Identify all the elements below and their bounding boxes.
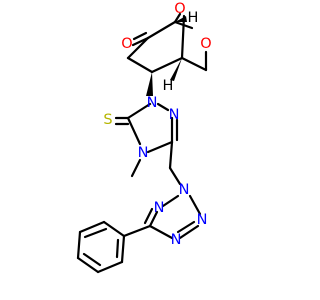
bond-tet-c5-n1 (148, 210, 159, 228)
bond-ph-inner-c (115, 238, 120, 259)
bond-ph-5-6 (96, 260, 124, 274)
bond-n1-c5 (126, 102, 152, 120)
atom-o-bridge: O (174, 1, 185, 17)
bond-ph-3-4 (76, 230, 82, 260)
bond-tet-phenyl (122, 224, 152, 238)
atom-n-tetrazole-3: N (197, 212, 208, 228)
bond-ch2-bridgehead2 (180, 56, 208, 72)
wedge-cn-n (146, 72, 153, 96)
bond-bridgehead2-cn (150, 56, 184, 74)
bond-tet-n3-n4 (178, 224, 200, 240)
bond-tet-c5-n1-double (143, 207, 154, 225)
bond-c5-n4 (126, 116, 142, 146)
bond-carbonyl-bridgehead (146, 20, 177, 40)
atom-o-ketone: O (121, 36, 132, 52)
bond-ch2-ntet (168, 166, 182, 186)
bond-ph-2-3 (78, 220, 106, 234)
atom-h-mid: H (163, 78, 174, 94)
atom-o-ring: O (200, 36, 211, 52)
atom-n-tetrazole-1: N (154, 200, 165, 216)
bond-bridgehead-obridge (173, 12, 182, 24)
bond-tet-n4-c5 (148, 224, 174, 240)
atom-n-triazole-1: N (147, 95, 158, 111)
bond-bridgehead-oring (173, 20, 194, 30)
atom-n-tetrazole-2: N (179, 182, 190, 198)
bond-ph-inner-a (83, 227, 108, 239)
bonds (76, 12, 208, 274)
bond-tet-n3-n4-double (176, 220, 196, 234)
bond-ph-6-1 (120, 234, 126, 264)
bond-c3-ch2 (168, 140, 174, 170)
wedge-bridgehead2-h (170, 58, 182, 81)
bond-n2-n1 (156, 102, 170, 112)
atom-n-tetrazole-4: N (171, 232, 182, 248)
bond-c-o-ketone-double (132, 31, 148, 41)
bond-tet-n2-n3 (188, 194, 202, 216)
bond-tet-n2-n1 (161, 194, 180, 208)
bond-ph-inner-b (82, 252, 102, 267)
wedge-bridgehead-h (175, 16, 187, 22)
atom-labels: O H O O H N N S N N N N N (103, 1, 211, 248)
bond-ph-1-2 (102, 220, 126, 238)
molecule-structure-diagram: O H O O H N N S N N N N N (76, 1, 212, 274)
bond-n4-methyl (130, 158, 142, 178)
bond-cn-ch2 (126, 56, 154, 74)
bond-ph-4-5 (76, 256, 100, 274)
atom-n-triazole-2: N (169, 107, 180, 123)
bond-obridge-bridgehead2 (180, 14, 186, 60)
atom-s-thione: S (103, 112, 112, 128)
atom-n-triazole-4: N (138, 145, 149, 161)
bond-ch2-carbonyl (126, 36, 150, 60)
atom-h-top: H (188, 10, 199, 26)
bond-n4-c3 (146, 140, 174, 154)
